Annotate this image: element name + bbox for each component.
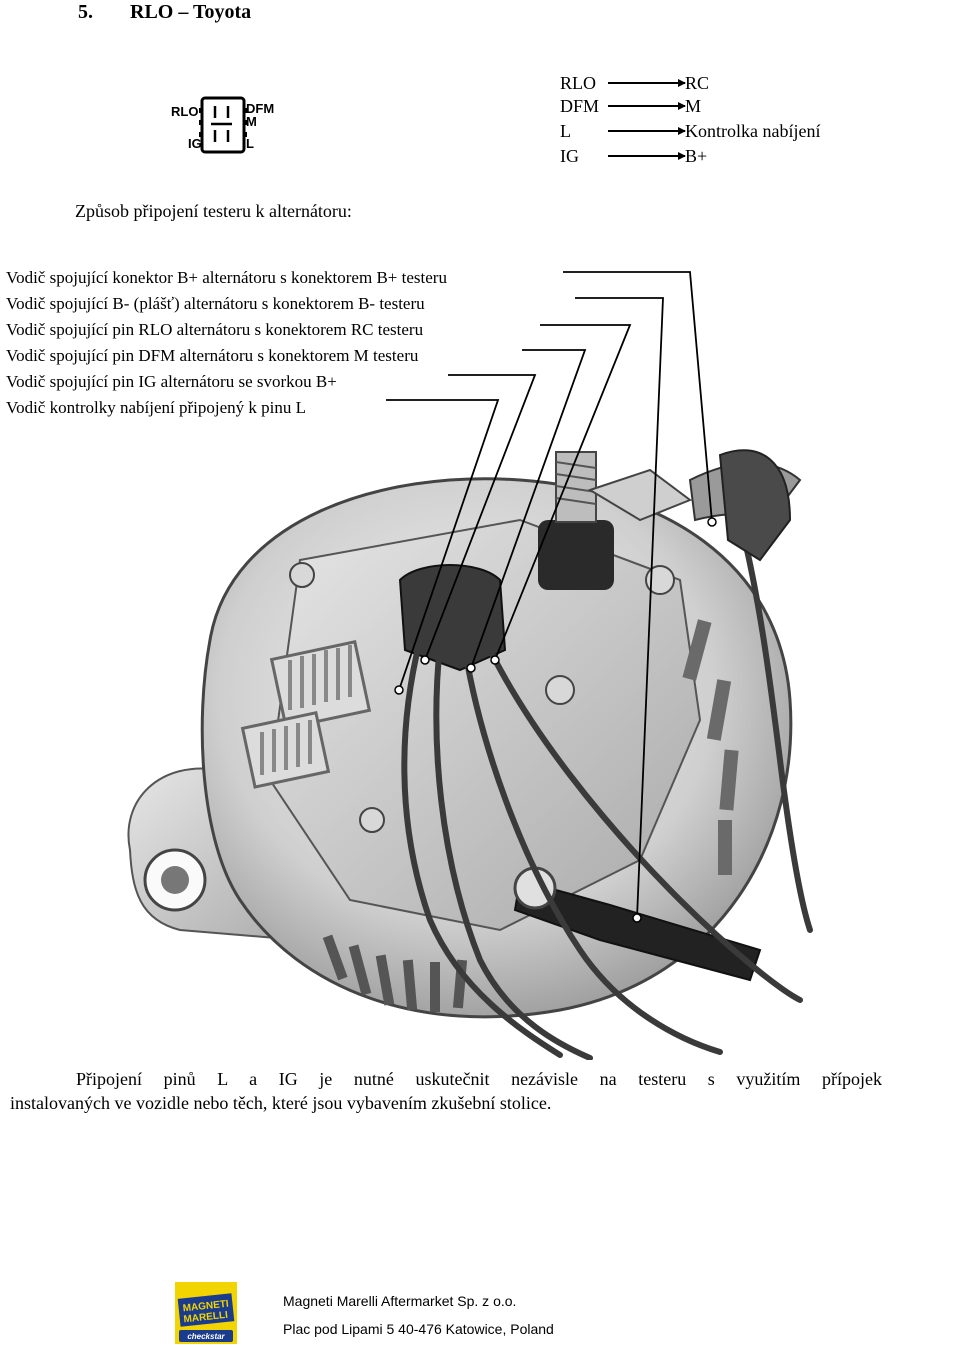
- mapping-pin: RLO: [560, 73, 596, 93]
- section-title: RLO – Toyota: [130, 1, 252, 23]
- footer-company: Magneti Marelli Aftermarket Sp. z o.o.: [283, 1293, 517, 1309]
- connector-shape: [199, 96, 247, 154]
- connector-pinout-diagram: RLO IG DFM M L: [168, 94, 280, 156]
- lead-description: Vodič spojující pin DFM alternátoru s ko…: [6, 346, 419, 365]
- logo-graphic: MAGNETI MARELLI checkstar: [175, 1282, 237, 1344]
- connection-method-subtitle: Způsob připojení testeru k alternátoru:: [75, 201, 352, 221]
- mapping-pin: IG: [560, 146, 579, 166]
- magneti-marelli-logo: MAGNETI MARELLI checkstar: [175, 1282, 237, 1344]
- pin-label-ig: IG: [188, 136, 202, 151]
- note-line: instalovaných ve vozidle nebo těch, kter…: [10, 1093, 552, 1113]
- mapping-tester: B+: [685, 146, 708, 166]
- section-number: 5.: [78, 1, 93, 23]
- lead-description: Vodič spojující konektor B+ alternátoru …: [6, 268, 447, 287]
- footer-address: Plac pod Lipami 5 40-476 Katowice, Polan…: [283, 1321, 554, 1337]
- mapping-arrows: [608, 79, 686, 160]
- mapping-pin: DFM: [560, 96, 600, 116]
- logo-text-line2: MARELLI: [183, 1310, 229, 1326]
- mapping-tester: M: [685, 96, 702, 116]
- pin-label-m: M: [246, 114, 257, 129]
- lead-description: Vodič spojující pin IG alternátoru se sv…: [6, 372, 337, 391]
- lead-description: Vodič spojující pin RLO alternátoru s ko…: [6, 320, 424, 339]
- alternator-illustration: [127, 271, 813, 1060]
- logo-text-line1: MAGNETI: [182, 1299, 229, 1315]
- lead-description: Vodič spojující B- (plášť) alternátoru s…: [6, 294, 425, 313]
- pin-mapping-table: RLO RC DFM M L Kontrolka nabíjení IG B+: [560, 72, 860, 166]
- lead-description: Vodič kontrolky nabíjení připojený k pin…: [6, 398, 306, 417]
- logo-text-sub: checkstar: [187, 1332, 225, 1341]
- pin-label-l: L: [246, 136, 254, 151]
- mapping-tester: RC: [685, 73, 710, 93]
- mapping-pin: L: [560, 121, 571, 141]
- note-line: Připojení pinů L a IG je nutné uskutečni…: [76, 1069, 882, 1089]
- pin-label-dfm: DFM: [246, 101, 275, 116]
- section-heading: 5. RLO – Toyota: [78, 0, 251, 24]
- pin-label-rlo: RLO: [171, 104, 199, 119]
- mapping-tester: Kontrolka nabíjení: [685, 121, 821, 141]
- lead-descriptions: Vodič spojující konektor B+ alternátoru …: [6, 265, 447, 421]
- connection-note: Připojení pinů L a IG je nutné uskutečni…: [10, 1067, 882, 1115]
